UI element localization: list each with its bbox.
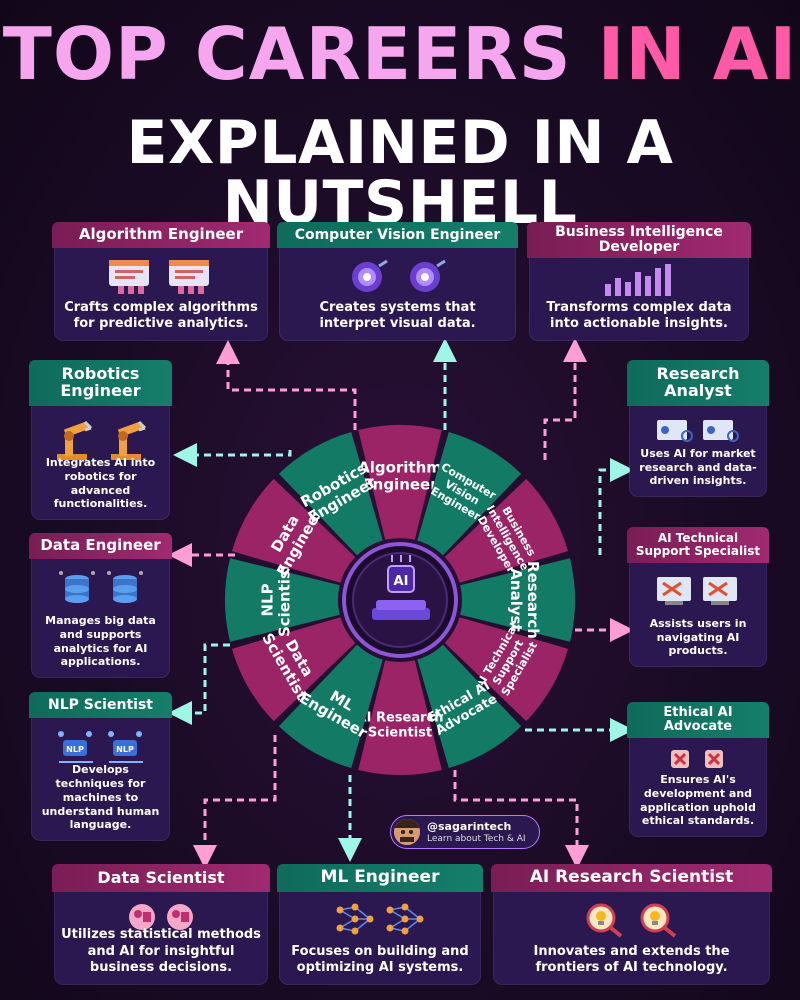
svg-text:NLP: NLP [66,745,84,754]
card-title: NLP Scientist [29,692,172,718]
svg-text:NLP: NLP [116,745,134,754]
support-tools-icon [703,577,737,605]
support-tools-icon [657,577,691,605]
card-title: ML Engineer [277,864,483,892]
idea-magnifier-icon [586,903,622,938]
neural-network-icon [336,903,374,935]
card-algorithm-engineer: Algorithm Engineer Crafts complex algori… [52,222,270,340]
neural-network-icon [386,903,424,935]
wheel-hub [342,542,458,658]
wheel-segment [358,660,442,775]
wheel-segment [225,558,340,642]
card-description: Focuses on building and optimizing AI sy… [291,943,469,975]
wheel-segment-label: NLPScientist [258,563,293,637]
card-title: Data Engineer [29,533,172,559]
card-ml-engineer: ML Engineer Focuses on building and opti… [277,864,483,984]
author-tagline: Learn about Tech & AI [427,834,526,844]
wheel-segment-label: MLEngineer [296,674,379,742]
wheel-segment-label: Ethical AIAdvocate [425,678,500,739]
nlp-brain-icon: NLP [57,731,93,763]
title-part-1: TOP CAREERS [2,12,572,96]
card-ai-research-scientist: AI Research Scientist Innovates and exte… [491,864,772,984]
card-description: Crafts complex algorithms for predictive… [64,299,258,331]
bar-chart-icon [605,264,671,296]
card-nlp-scientist: NLP Scientist NLP NLP Develops technique… [29,692,172,840]
idea-magnifier-icon [640,903,676,938]
card-title: AI Research Scientist [491,864,772,892]
card-description: Creates systems that interpret visual da… [319,299,476,331]
card-title: Computer Vision Engineer [277,222,518,248]
card-business-intelligence-developer: Business Intelligence Developer Transfor… [527,222,751,340]
card-description: Innovates and extends the frontiers of A… [533,943,730,975]
chip-label: AI [394,574,409,589]
algorithm-window-icon [169,260,209,294]
wheel-segment [278,431,383,556]
wheel-segment-label: AI TechnicalSupportSpecialist [473,621,544,704]
card-robotics-engineer: Robotics Engineer Integrates AI into rob… [29,360,172,519]
card-description: Assists users in navigating AI products. [649,616,747,658]
wheel-segment [417,644,522,769]
vision-eye-icon [409,259,446,292]
wheel-segment-label: RoboticsEngineer [297,458,380,526]
author-handle: @sagarintech [427,820,512,833]
research-people-icon [703,420,739,442]
card-research-analyst: Research Analyst Uses AI for market rese… [627,360,769,496]
card-title: Robotics Engineer [29,360,172,406]
card-ethical-ai-advocate: Ethical AI Advocate Ensures AI's develop… [627,702,769,836]
wheel-segment [278,644,383,769]
card-description: Utilizes statistical methods and AI for … [61,927,261,975]
robot-arm-icon [56,420,92,460]
wheel-segment-label: DataEngineer [258,496,326,579]
wheel-segment [231,617,356,722]
data-scientist-avatar-icon [129,904,155,930]
main-title: TOP CAREERS IN AI [0,18,800,90]
wheel-segment-label: ResearchAnalyst [507,561,542,639]
research-people-icon [657,420,693,442]
card-computer-vision-engineer: Computer Vision Engineer Creates systems… [277,222,518,340]
author-badge[interactable]: @sagarintech Learn about Tech & AI [390,815,540,849]
ethics-checkbox-icon [671,750,689,768]
algorithm-window-icon [109,260,149,294]
wheel-segment-label: BusinessIntelligenceDeveloper [472,497,542,580]
card-title: Data Scientist [52,864,270,892]
subtitle: EXPLAINED IN A NUTSHELL [126,108,674,238]
ai-chip-icon: AI [372,555,430,620]
card-data-engineer: Data Engineer Manages big data and suppo… [29,533,172,677]
card-description: Manages big data and supports analytics … [45,614,156,669]
wheel-segment [460,558,575,642]
card-title: Algorithm Engineer [52,222,270,248]
data-scientist-avatar-icon [167,904,193,930]
card-ai-technical-support-specialist: AI Technical Support Specialist Assists … [627,527,769,666]
database-icon [58,571,95,603]
card-title: Research Analyst [627,360,769,406]
title-part-2: IN AI [597,12,798,96]
wheel-segment [444,617,569,722]
card-description: Uses AI for market research and data-dri… [639,446,757,488]
wheel-segment-label: DataScientist [258,622,325,704]
vision-eye-icon [351,259,388,292]
card-title: AI Technical Support Specialist [627,527,769,563]
wheel-segment [358,425,442,540]
ethics-checkbox-icon [705,750,723,768]
card-title: Business Intelligence Developer [527,222,751,258]
database-icon [106,571,143,603]
robot-arm-icon [110,420,146,460]
wheel-segment-label: ComputerVisionEngineer [426,460,499,525]
card-description: Develops techniques for machines to unde… [41,763,160,832]
card-data-scientist: Data Scientist Utilizes statistical meth… [52,864,270,984]
wheel-segment [417,431,522,556]
card-description: Ensures AI's development and application… [640,773,756,828]
card-description: Integrates AI into robotics for advanced… [45,456,156,511]
wheel-segment [444,478,569,583]
wheel-segment [231,478,356,583]
card-title: Ethical AI Advocate [627,702,769,738]
author-avatar [394,819,420,845]
nlp-brain-icon: NLP [107,731,143,763]
card-description: Transforms complex data into actionable … [546,299,732,331]
